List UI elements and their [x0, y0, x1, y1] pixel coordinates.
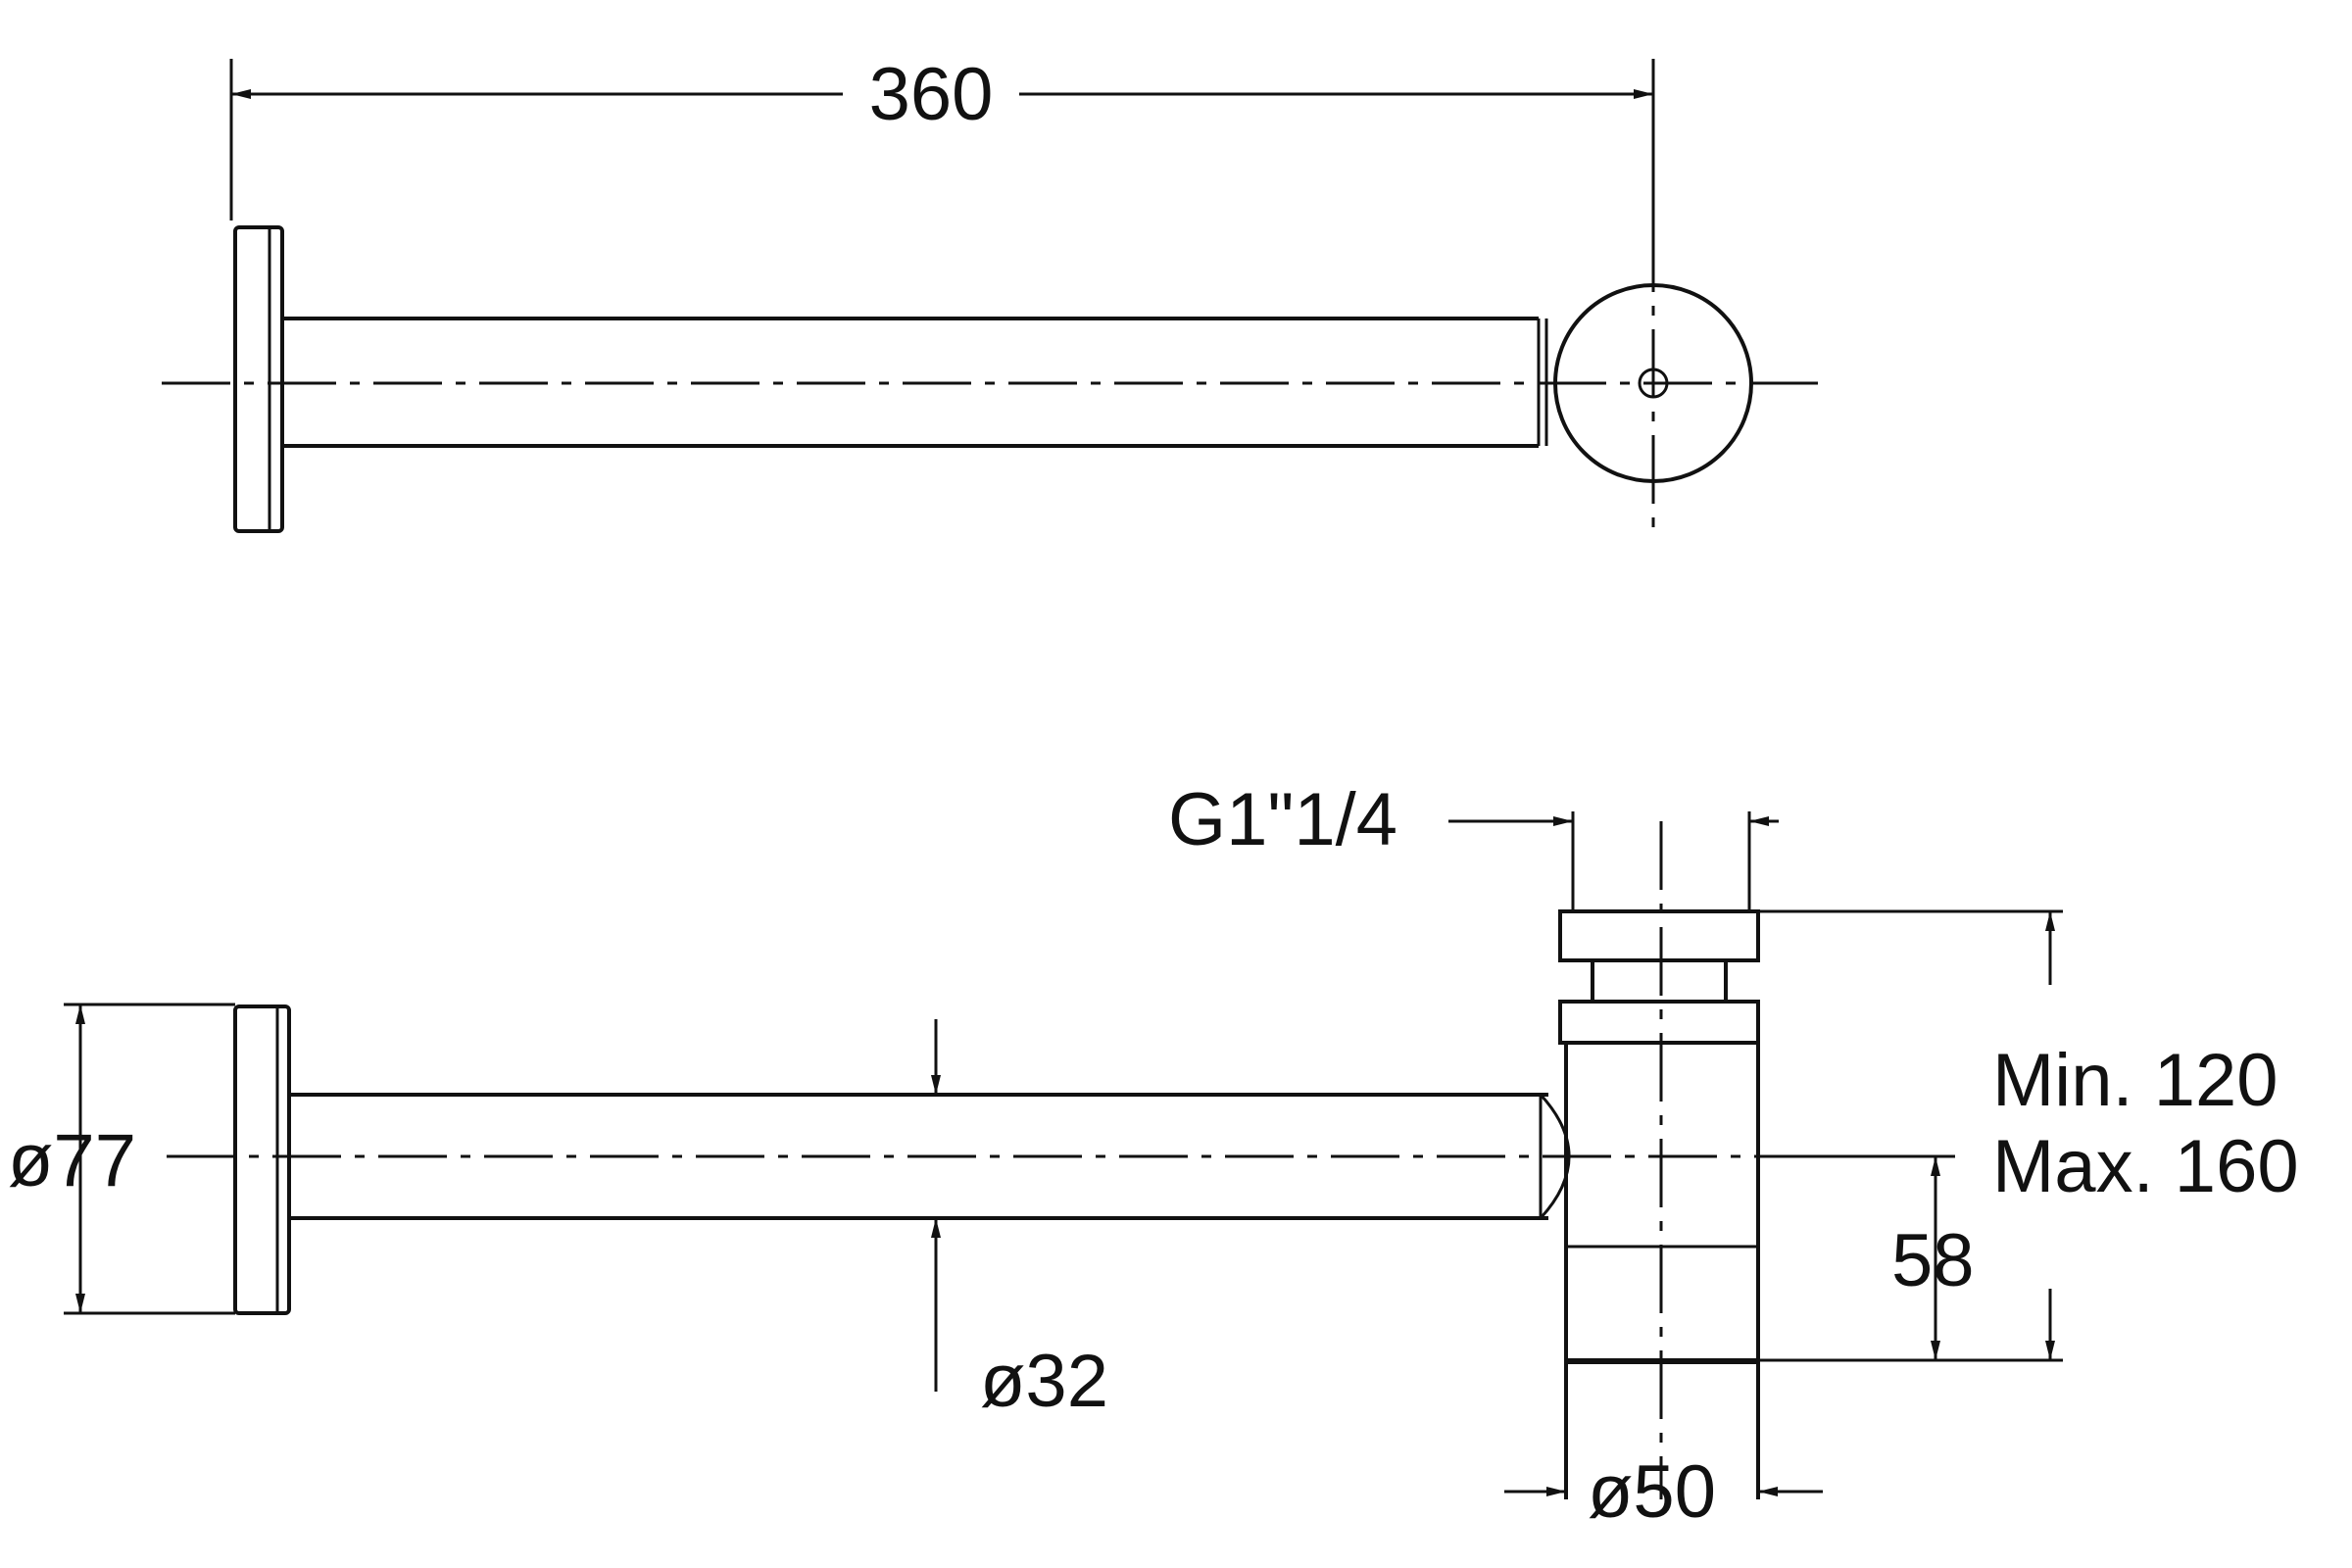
top-view-wall-plate	[233, 225, 284, 533]
top-view: 360	[162, 53, 1818, 534]
height-min-label: Min. 120	[1992, 1039, 2278, 1122]
front-view-pipe-elbow	[1539, 1093, 1571, 1220]
plate-diameter-label: ø77	[8, 1119, 136, 1202]
pipe-diameter-label: ø32	[980, 1340, 1108, 1423]
trap-top-nut	[1558, 909, 1760, 962]
trap-neck	[1591, 958, 1728, 1004]
trap-diameter-label: ø50	[1588, 1450, 1716, 1534]
outlet-height-label: 58	[1891, 1219, 1975, 1302]
height-max-label: Max. 160	[1992, 1125, 2299, 1208]
thread-label: G1"1/4	[1168, 778, 1397, 861]
top-view-trap-circle	[1553, 283, 1753, 483]
front-view: G1"1/4 ø77 ø32 ø50 58 Min. 120 Max. 160	[8, 778, 2299, 1534]
front-view-wall-plate	[233, 1004, 291, 1315]
top-view-trap-center	[1638, 368, 1669, 399]
length-label: 360	[869, 53, 994, 136]
trap-lower-nut	[1558, 1000, 1760, 1045]
